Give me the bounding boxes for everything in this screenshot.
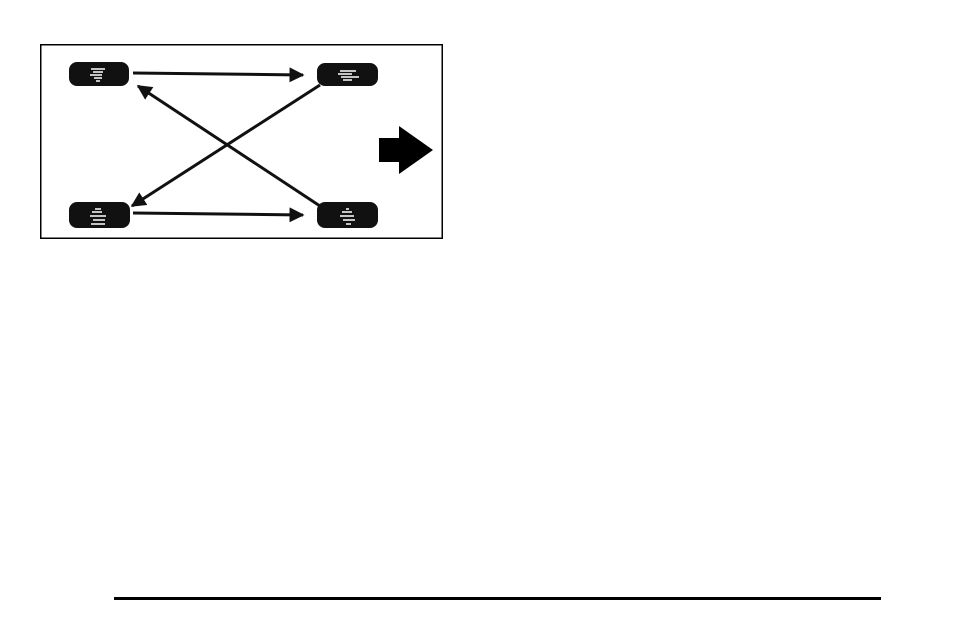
arrow-front-left-to-front-right	[133, 73, 303, 75]
rear-left-tire	[69, 202, 130, 228]
arrow-rear-left-to-rear-right	[133, 213, 303, 215]
rear-right-tire	[317, 202, 378, 228]
front-right-tire	[317, 63, 378, 86]
continue-arrow-icon	[378, 124, 434, 176]
footer-rule	[114, 597, 881, 600]
front-left-tire	[69, 62, 129, 86]
